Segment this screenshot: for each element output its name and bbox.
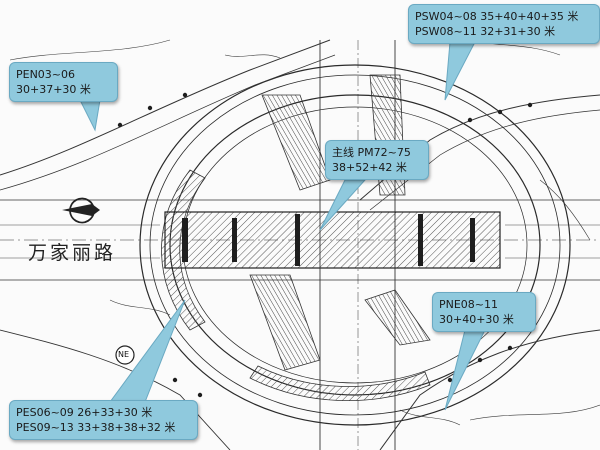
callout-main: 主线 PM72~75 38+52+42 米	[325, 140, 429, 180]
ramp-hatch-sw	[249, 274, 321, 371]
road-name-label: 万家丽路	[28, 242, 117, 264]
ramp-psw-edge	[369, 109, 600, 211]
main-line-deck	[164, 211, 501, 269]
ramp-pen-edge	[0, 54, 336, 191]
callout-pne-line1: PNE08~11	[439, 298, 499, 311]
callout-psw-line2: PSW08~11 32+31+30 米	[415, 25, 556, 38]
ramp-pen	[0, 39, 331, 176]
callout-pes: PES06~09 26+33+30 米 PES09~13 33+38+38+32…	[9, 400, 198, 440]
ne-marker-label: NE	[118, 350, 130, 359]
callout-pes-line1: PES06~09 26+33+30 米	[16, 406, 153, 419]
ring-road-outer-edge	[149, 74, 561, 416]
callout-pne: PNE08~11 30+40+30 米	[432, 292, 536, 332]
north-arrow-icon	[62, 197, 100, 224]
callout-main-line1: 主线 PM72~75	[332, 146, 411, 159]
callout-psw: PSW04~08 35+40+40+35 米 PSW08~11 32+31+30…	[408, 4, 600, 44]
ring-hatch-bottom	[249, 365, 431, 402]
callout-pes-line2: PES09~13 33+38+38+32 米	[16, 421, 176, 434]
ramp-pne	[379, 329, 600, 450]
ramp-hatch-se	[364, 289, 431, 346]
callout-pen-line2: 30+37+30 米	[16, 83, 91, 96]
ring-road-outer	[139, 64, 571, 426]
ramp-psw	[359, 94, 600, 201]
callout-main-line2: 38+52+42 米	[332, 161, 407, 174]
callout-pne-line2: 30+40+30 米	[439, 313, 514, 326]
callout-pen-line1: PEN03~06	[16, 68, 76, 81]
callout-pen: PEN03~06 30+37+30 米	[9, 62, 118, 102]
callout-psw-line1: PSW04~08 35+40+40+35 米	[415, 10, 579, 23]
